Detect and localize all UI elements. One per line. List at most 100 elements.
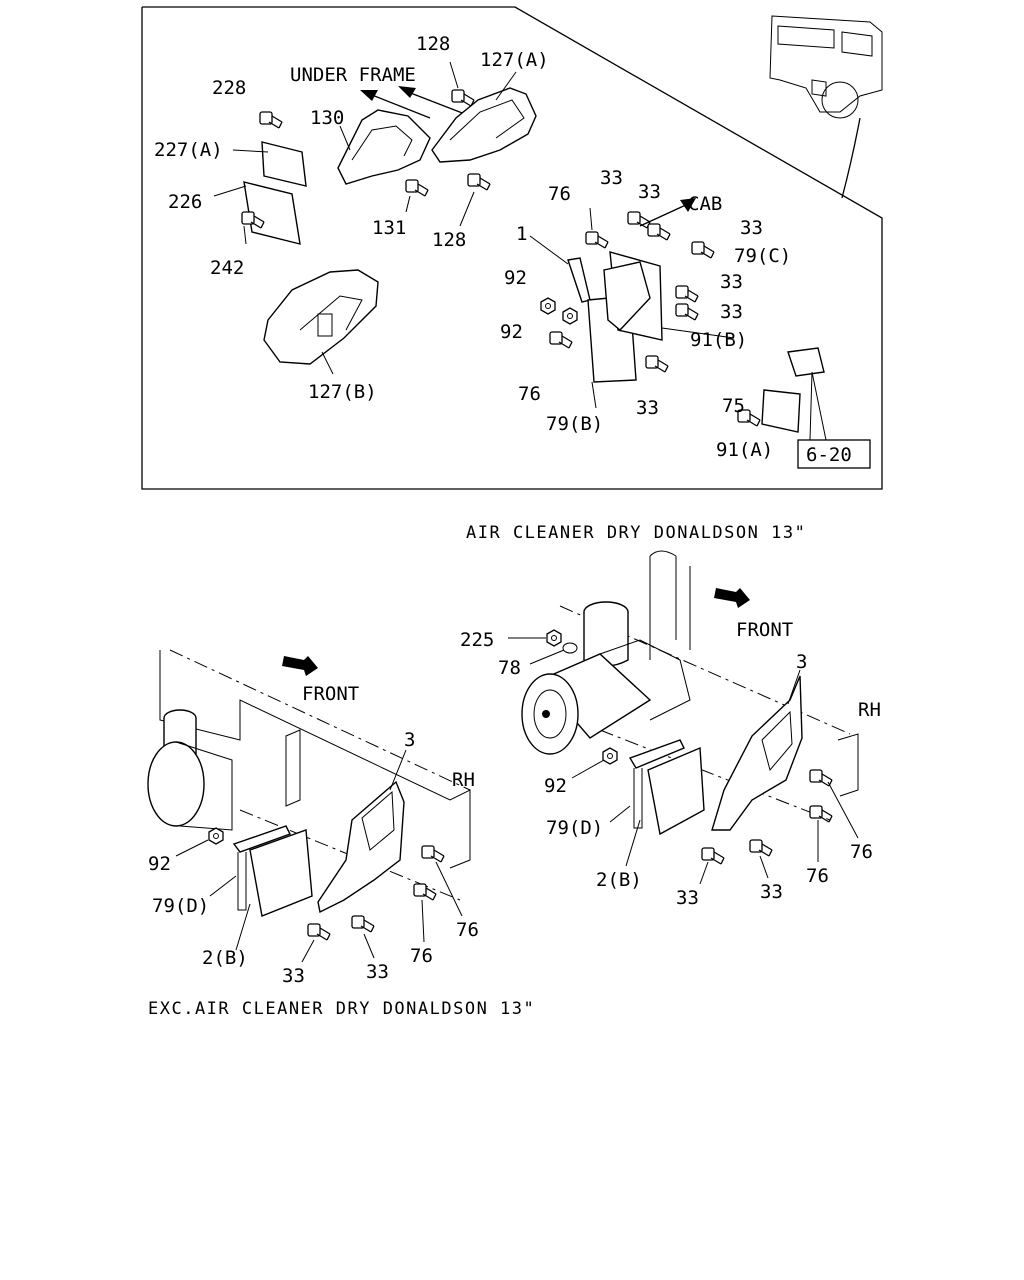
callout-128-top: 128 <box>416 33 450 55</box>
front-arrow-right <box>714 588 750 608</box>
callout-33-a: 33 <box>600 167 623 189</box>
callout-92-a: 92 <box>504 267 527 289</box>
callout-76-top: 76 <box>548 183 571 205</box>
reference-box-label: 6-20 <box>806 444 852 466</box>
left-leaders <box>175 749 463 963</box>
bracket-1 <box>567 257 591 303</box>
exc-air-cleaner-view: FRONT RH 3 92 79(D) 2(B) 33 33 76 76 EXC… <box>147 649 535 1019</box>
callout-2b-left: 2(B) <box>202 947 248 969</box>
under-frame-arrows: UNDER FRAME <box>290 64 471 119</box>
bolt-76-left-a <box>421 845 445 863</box>
callout-79d-left: 79(D) <box>152 895 209 917</box>
bracket-3-left <box>317 780 405 914</box>
bolt-33-left-a <box>307 923 331 941</box>
callout-127b: 127(B) <box>308 381 377 403</box>
cab-label: CAB <box>688 193 722 215</box>
callout-76-right-a: 76 <box>850 841 873 863</box>
callout-1: 1 <box>516 223 527 245</box>
nut-92-right <box>602 747 618 765</box>
nut-225 <box>546 629 562 647</box>
bolt-76-bottom <box>549 331 573 349</box>
callout-228: 228 <box>212 77 246 99</box>
right-leaders <box>508 637 859 885</box>
callout-79b: 79(B) <box>546 413 603 435</box>
rh-label-right: RH <box>858 699 881 721</box>
bolt-33-c <box>691 241 715 259</box>
callout-227a: 227(A) <box>154 139 223 161</box>
callout-128-bottom: 128 <box>432 229 466 251</box>
bracket-127b <box>263 269 379 365</box>
front-label-right: FRONT <box>736 619 793 641</box>
connector-block <box>787 347 825 377</box>
front-label-left: FRONT <box>302 683 359 705</box>
inset-panel: UNDER FRAME <box>141 6 883 490</box>
callout-92-b: 92 <box>500 321 523 343</box>
under-frame-label: UNDER FRAME <box>290 64 416 86</box>
callout-76-bottom: 76 <box>518 383 541 405</box>
washer-78 <box>562 642 578 654</box>
callout-130: 130 <box>310 107 344 129</box>
callout-127a: 127(A) <box>480 49 549 71</box>
callout-33-right-a: 33 <box>676 887 699 909</box>
inset-leaders <box>213 61 827 441</box>
exc-air-cleaner-caption: EXC.AIR CLEANER DRY DONALDSON 13" <box>148 999 535 1019</box>
callout-33-right-b: 33 <box>760 881 783 903</box>
callout-92-left: 92 <box>148 853 171 875</box>
callout-91a: 91(A) <box>716 439 773 461</box>
callout-91b: 91(B) <box>690 329 747 351</box>
callout-79d-right: 79(D) <box>546 817 603 839</box>
air-cleaner-caption: AIR CLEANER DRY DONALDSON 13" <box>466 523 806 543</box>
bracket-127a <box>431 87 537 163</box>
truck-cab-sketch <box>769 15 883 199</box>
bolt-128-top <box>451 89 475 107</box>
plate-2b-right <box>647 746 705 836</box>
callout-75: 75 <box>722 395 745 417</box>
callout-78: 78 <box>498 657 521 679</box>
bolt-33-right-b <box>749 839 773 857</box>
plate-79d-right <box>628 739 685 769</box>
bracket-130 <box>337 109 431 185</box>
plate-227a <box>261 141 307 187</box>
callout-33-e: 33 <box>720 301 743 323</box>
callout-92-right: 92 <box>544 775 567 797</box>
front-arrow-left <box>282 656 318 676</box>
plate-2b-left <box>249 829 313 917</box>
nut-92-left <box>208 827 224 845</box>
inset-border <box>141 6 883 490</box>
bolt-33-f <box>645 355 669 373</box>
nut-92-b <box>562 307 578 325</box>
air-cleaner-view: AIR CLEANER DRY DONALDSON 13" <box>460 523 881 909</box>
bolt-33-e <box>675 303 699 321</box>
reference-box <box>797 439 871 469</box>
plate-79d-left <box>232 825 291 853</box>
callout-3-left: 3 <box>404 729 415 751</box>
bolt-128-bottom <box>467 173 491 191</box>
bracket-3-right <box>711 675 803 831</box>
bolt-33-left-b <box>351 915 375 933</box>
rh-label-left: RH <box>452 769 475 791</box>
callout-33-b: 33 <box>638 181 661 203</box>
callout-76-left-a: 76 <box>456 919 479 941</box>
callout-131: 131 <box>372 217 406 239</box>
nut-92-a <box>540 297 556 315</box>
bolt-33-d <box>675 285 699 303</box>
plate-91b <box>603 261 651 331</box>
callout-2b-right: 2(B) <box>596 869 642 891</box>
callout-33-f: 33 <box>636 397 659 419</box>
callout-33-d: 33 <box>720 271 743 293</box>
exhaust-canister <box>147 709 233 831</box>
bolt-33-a <box>627 211 651 229</box>
bolt-33-b <box>647 223 671 241</box>
bolt-76-top <box>585 231 609 249</box>
callout-33-left-a: 33 <box>282 965 305 987</box>
callout-242: 242 <box>210 257 244 279</box>
bolt-228 <box>259 111 283 129</box>
air-cleaner-canister <box>521 601 691 755</box>
bolt-33-right-a <box>701 847 725 865</box>
plate-91a <box>761 389 801 433</box>
callout-33-left-b: 33 <box>366 961 389 983</box>
callout-226: 226 <box>168 191 202 213</box>
callout-3-right: 3 <box>796 651 807 673</box>
callout-225: 225 <box>460 629 494 651</box>
